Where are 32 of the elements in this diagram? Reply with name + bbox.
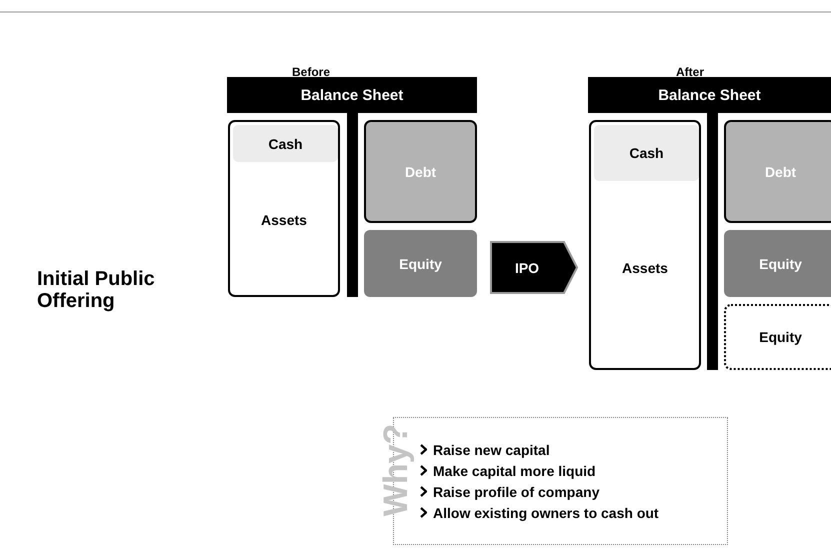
block-label: Equity — [399, 256, 442, 272]
box-label: Equity — [759, 329, 802, 345]
assets-box — [589, 120, 701, 370]
side-title: Initial Public Offering — [37, 268, 156, 312]
block-label: Cash — [268, 136, 303, 152]
box-label: Assets — [261, 212, 307, 228]
balance-sheet-header — [227, 77, 477, 113]
reason-text: Raise profile of company — [433, 484, 600, 500]
debt-block — [724, 120, 831, 223]
block-label: Equity — [759, 256, 802, 272]
equity-block — [364, 230, 477, 297]
block-label: Debt — [404, 164, 436, 180]
assets-box — [228, 120, 340, 297]
block-label: Cash — [629, 145, 664, 161]
reason-text: Allow existing owners to cash out — [433, 504, 659, 520]
header-title: Balance Sheet — [300, 86, 404, 104]
block-label: Debt — [764, 164, 796, 180]
new-equity-box — [724, 304, 831, 370]
reason-text: Make capital more liquid — [433, 462, 596, 478]
box-label: Assets — [622, 260, 668, 276]
ipo-chevron — [490, 241, 578, 294]
balance-sheet-header — [588, 77, 831, 113]
why-heading: Why? — [379, 424, 413, 516]
header-title: Balance Sheet — [658, 86, 761, 104]
equity-block — [724, 230, 831, 297]
column-heading: Before — [292, 65, 330, 79]
cash-block — [233, 125, 338, 162]
column-heading: After — [676, 65, 704, 79]
debt-block — [364, 120, 477, 223]
reason-text: Raise new capital — [433, 442, 550, 458]
cash-block — [594, 125, 699, 181]
chevron-label: IPO — [514, 260, 540, 276]
